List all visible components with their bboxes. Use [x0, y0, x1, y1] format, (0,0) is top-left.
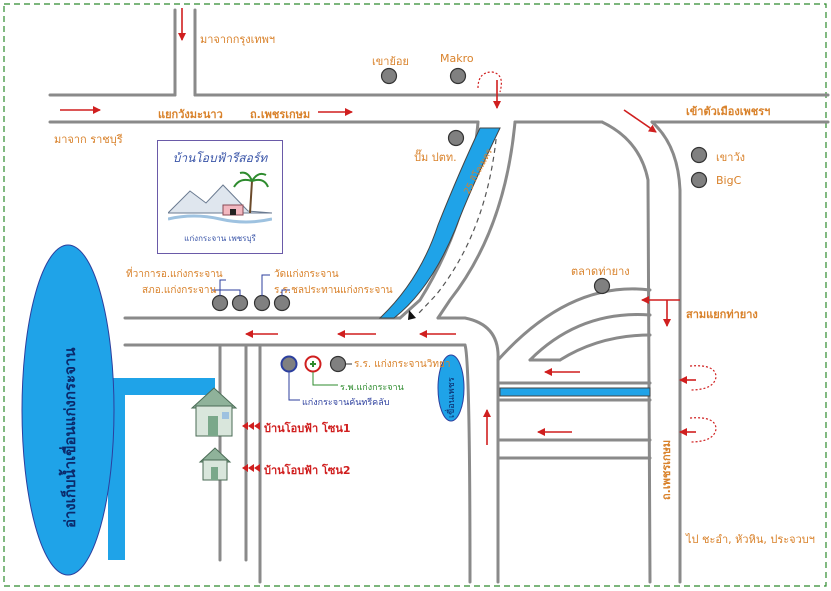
junction-marker — [408, 310, 416, 320]
reservoir-label: อ่างเก็บน้ำเขื่อนแก่งกระจาน — [61, 347, 79, 528]
dam-label: เขื่อนเพชร — [447, 377, 457, 418]
talat-tha-yang-label: ตลาดท่ายาง — [571, 265, 630, 278]
zone1-label: บ้านโอบฟ้า โซน1 — [264, 422, 351, 435]
talat-dot — [593, 277, 611, 295]
leader-lines — [212, 274, 300, 401]
phetkasem-vertical-label: ถ.เพชรเกษม — [660, 439, 673, 500]
reservoir-lake — [21, 244, 115, 576]
u-turn-loops — [477, 71, 717, 443]
wat-label: วัดแก่งกระจาน — [274, 269, 339, 280]
resort-logo: บ้านโอบฟ้ารีสอร์ท แก่งกระจาน เพชรบุรี — [157, 140, 283, 254]
logo-subtitle: แก่งกระจาน เพชรบุรี — [184, 234, 256, 243]
to-south-label: ไป ชะอำ, หัวหิน, ประจวบฯ — [686, 533, 815, 546]
river — [378, 127, 501, 319]
zone2-label: บ้านโอบฟ้า โซน2 — [264, 464, 351, 477]
school-label: ร.ร. แก่งกระจานวิทยา — [354, 359, 451, 370]
wat-dot — [253, 294, 271, 312]
khao-yoi-label: เขาย้อย — [372, 55, 409, 68]
to-phetchaburi-city-label: เข้าตัวเมืองเพชรฯ — [686, 105, 771, 118]
club-dot — [280, 355, 298, 373]
hospital-cross-icon — [310, 361, 316, 367]
ptt-station-label: ปั๊ม ปตท. — [414, 151, 457, 164]
dam-school-label: ร.ร.ชลประทานแก่งกระจาน — [274, 285, 393, 296]
from-bangkok-label: มาจากกรุงเทพฯ — [200, 33, 276, 46]
landmark-dots — [211, 67, 708, 373]
school-dot — [329, 355, 347, 373]
khao-yoi-dot — [380, 67, 398, 85]
ptt-dot — [447, 129, 465, 147]
yaeng-wang-manao-label: แยกวังมะนาว — [158, 108, 223, 121]
canal-lower — [499, 387, 651, 397]
police-dot — [231, 294, 249, 312]
district-office-label: ที่วาการอ.แก่งกระจาน — [126, 269, 223, 280]
police-station-label: สภอ.แก่งกระจาน — [142, 285, 217, 296]
khao-wang-label: เขาวัง — [716, 151, 746, 164]
makro-dot — [449, 67, 467, 85]
from-ratchaburi-label: มาจาก ราชบุรี — [54, 133, 123, 146]
direction-arrows — [60, 8, 696, 445]
club-label: แก่งกระจานคันทรีคลับ — [302, 398, 390, 408]
map-border — [3, 3, 827, 587]
phetkasem-road-label: ถ.เพชรเกษม — [250, 108, 311, 121]
house-icon-zone1 — [190, 387, 238, 437]
mountain-icon — [168, 171, 272, 224]
khao-wang-dot — [690, 146, 708, 164]
sam-yaek-label: สามแยกท่ายาง — [686, 308, 758, 321]
dam-ellipse — [437, 354, 465, 422]
canal-left — [108, 378, 215, 560]
bigc-label: BigC — [716, 174, 742, 187]
house-pointer-arrows — [242, 422, 260, 472]
logo-title: บ้านโอบฟ้ารีสอร์ท — [172, 151, 268, 165]
hospital-label: ร.พ.แก่งกระจาน — [340, 383, 404, 393]
makro-label: Makro — [440, 52, 474, 65]
house-icon-zone2 — [198, 447, 232, 481]
bigc-dot — [690, 171, 708, 189]
